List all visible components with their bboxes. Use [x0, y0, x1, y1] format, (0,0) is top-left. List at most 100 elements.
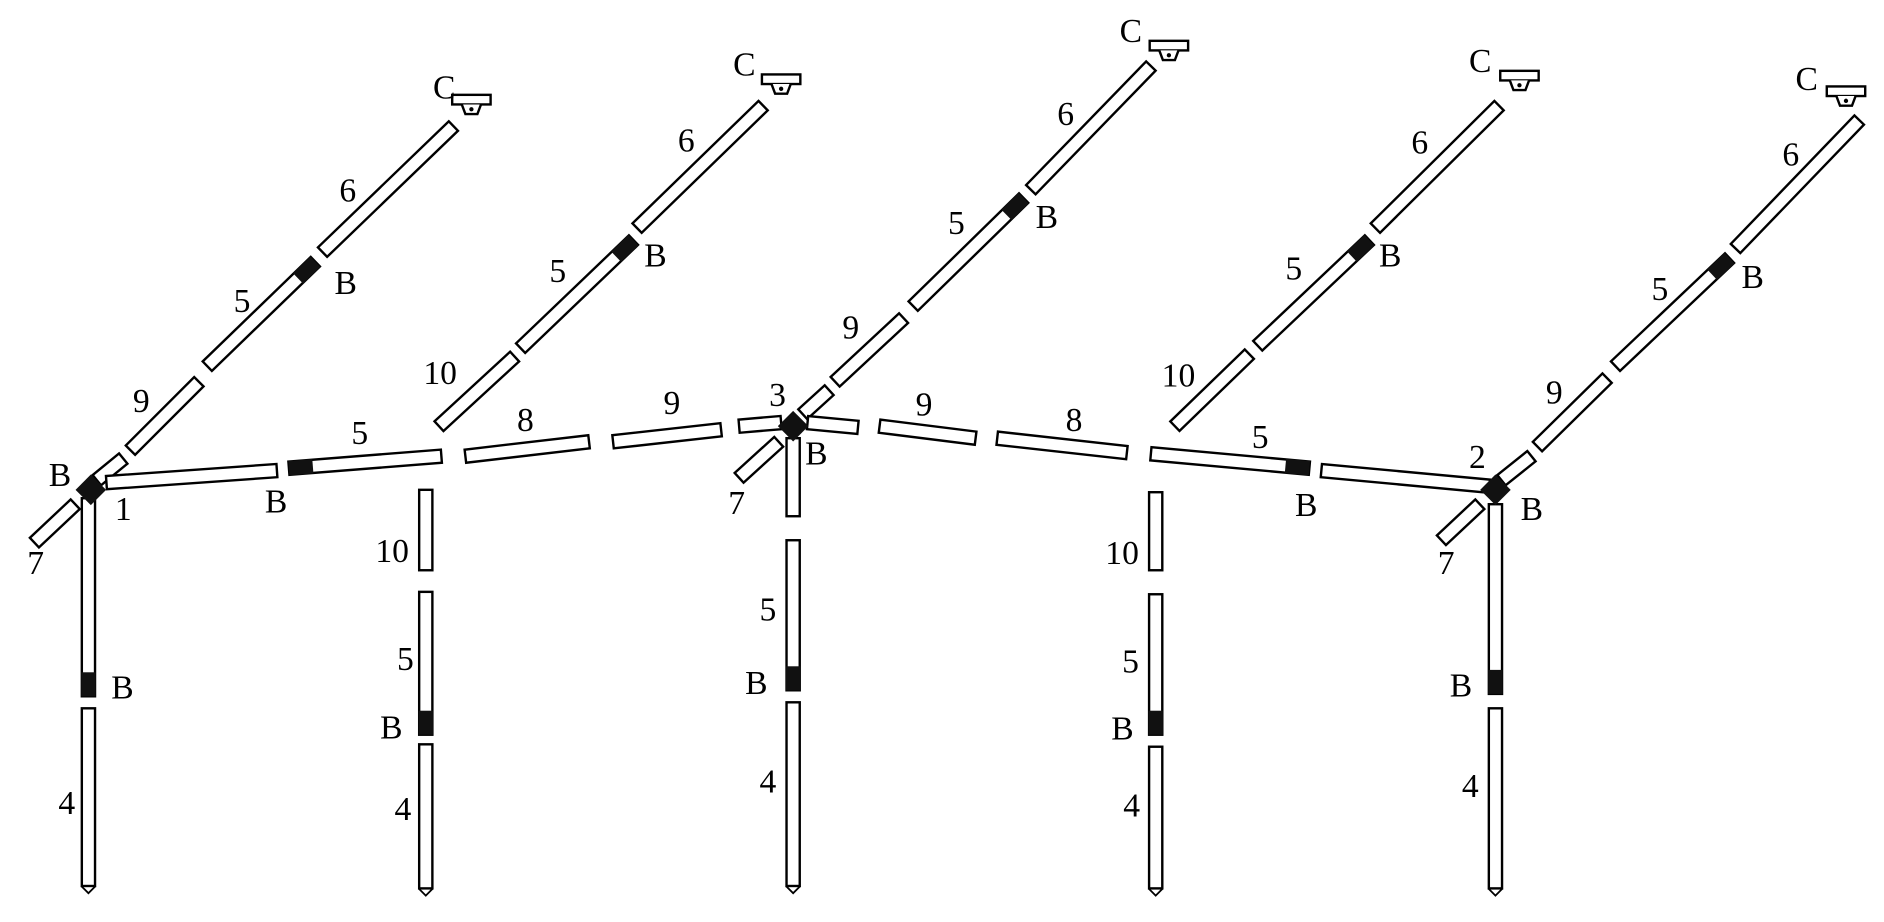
part-label: 9 — [1546, 374, 1563, 411]
part-label: 6 — [1782, 137, 1799, 174]
pole-segment — [611, 421, 724, 450]
pole-segment — [1147, 491, 1164, 572]
part-label: 8 — [1066, 402, 1083, 439]
ground-spike-icon — [417, 887, 434, 897]
pole-segment — [995, 430, 1129, 461]
pole-segment — [1148, 445, 1312, 477]
pole-tube — [417, 743, 434, 890]
part-label: 10 — [1162, 358, 1196, 395]
part-label: B — [1521, 491, 1543, 528]
pole-tube — [316, 119, 460, 259]
pole-segment — [432, 350, 521, 433]
pole-segment — [785, 701, 801, 895]
part-label: B — [745, 665, 767, 702]
part-label: B — [49, 457, 71, 494]
pole-tube — [80, 497, 97, 698]
part-label: 7 — [1438, 545, 1455, 582]
part-label: 4 — [760, 763, 777, 800]
pole-segment — [463, 433, 592, 465]
pole-tube — [1487, 707, 1504, 890]
pole-segment — [1531, 371, 1614, 454]
pole-segment — [1495, 449, 1538, 488]
pole-segment — [737, 414, 783, 435]
pole-segment — [417, 488, 434, 572]
clamp-b-block — [1488, 669, 1503, 694]
part-label: 5 — [948, 205, 965, 242]
pole-segment — [1147, 745, 1164, 897]
pole-tube — [785, 701, 801, 888]
pole-segment — [417, 590, 434, 736]
pole-segment — [287, 448, 444, 477]
pole-segment — [1487, 707, 1504, 897]
c-bracket-icon — [1148, 39, 1190, 62]
pole-segment — [1319, 462, 1492, 495]
pole-segment — [805, 414, 860, 436]
pole-tube — [1024, 59, 1158, 196]
clamp-b-block — [1284, 458, 1311, 476]
part-label: B — [111, 670, 133, 707]
c-bracket-icon — [450, 93, 492, 116]
pole-segment — [630, 99, 770, 235]
part-label: B — [1450, 667, 1472, 704]
pole-segment — [1147, 593, 1164, 736]
pole-segment — [785, 436, 801, 518]
part-label: B — [1742, 259, 1764, 296]
part-label: 6 — [678, 122, 695, 159]
pole-tube — [1609, 251, 1736, 373]
part-label: 6 — [1057, 96, 1074, 133]
pole-tube — [124, 375, 206, 457]
pole-segment — [796, 383, 836, 421]
part-label: C — [1120, 13, 1142, 50]
part-label: B — [1295, 487, 1317, 524]
pole-segment — [80, 497, 97, 698]
clamp-b-block — [288, 459, 314, 476]
pole-tube — [432, 350, 521, 433]
part-label: B — [805, 436, 827, 473]
pole-tube — [611, 421, 724, 450]
pole-segment — [906, 191, 1030, 313]
part-label: 10 — [1105, 535, 1139, 572]
pole-tube — [1487, 503, 1504, 696]
part-label: 4 — [1123, 787, 1140, 824]
pole-tube — [1435, 497, 1487, 547]
clamp-b-block — [785, 666, 801, 691]
part-label: B — [644, 238, 666, 275]
part-label: 9 — [663, 385, 680, 422]
ground-spike-icon — [785, 885, 801, 895]
pole-tube — [796, 383, 836, 421]
poles — [28, 39, 1867, 897]
pole-tube — [805, 414, 860, 436]
pole-tube — [737, 414, 783, 435]
pole-tube — [785, 436, 801, 518]
pole-segment — [80, 707, 97, 895]
pole-tube — [287, 448, 444, 477]
pole-tube — [1531, 371, 1614, 454]
pole-segment — [1251, 233, 1376, 353]
pole-segment — [316, 119, 460, 259]
part-label: 5 — [1252, 419, 1269, 456]
pole-segment — [104, 462, 279, 491]
pole-segment — [785, 539, 801, 692]
pole-segment — [1024, 59, 1158, 196]
part-label: B — [1379, 238, 1401, 275]
ground-spike-icon — [1487, 887, 1504, 897]
pole-segment — [1369, 99, 1506, 235]
pole-segment — [828, 311, 910, 389]
pole-segment — [200, 255, 322, 373]
part-label: C — [433, 69, 455, 106]
part-label: 4 — [1462, 768, 1479, 805]
part-label: B — [1036, 199, 1058, 236]
pole-segment — [124, 375, 206, 457]
clamp-b-block — [1148, 710, 1163, 735]
pole-tube — [630, 99, 770, 235]
pole-segment — [1609, 251, 1736, 373]
pole-segment — [28, 497, 82, 550]
pole-tube — [1147, 745, 1164, 890]
clamp-b-block — [1707, 252, 1735, 280]
c-bracket-icon — [760, 73, 802, 95]
clamp-b-block — [418, 710, 433, 735]
clamp-b-block — [611, 234, 639, 262]
pole-tube — [417, 488, 434, 572]
part-label: 5 — [1285, 251, 1302, 288]
